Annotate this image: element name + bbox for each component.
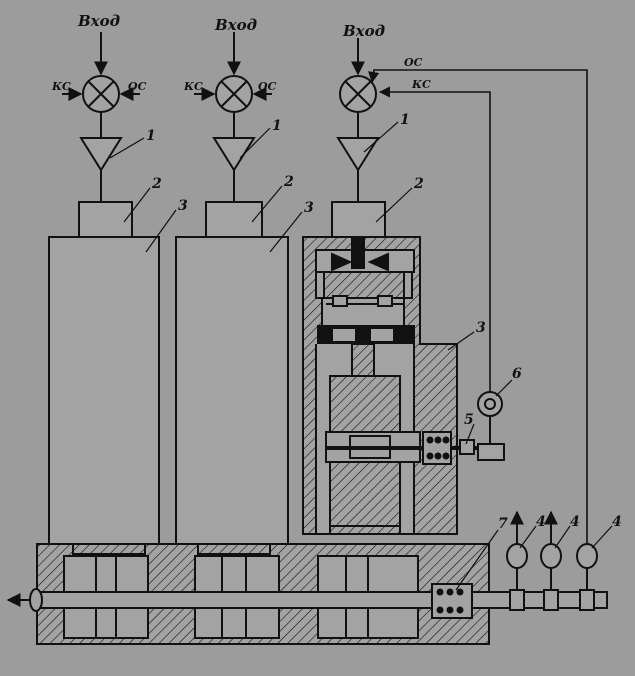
position-sensors [506,510,598,611]
ks-label-2: КС [183,80,203,93]
summing-junction-1 [82,75,120,113]
callout-amp-3: 1 [400,112,410,128]
input-label-2: Вход [214,16,257,34]
actuator-3 [331,201,386,238]
channel-3 [302,38,505,535]
valve-body-2 [175,236,289,545]
summing-junction-3 [339,75,377,113]
callout-amp-1: 1 [146,128,156,144]
amplifier-2 [212,137,256,172]
summing-junction-2 [215,75,253,113]
leader-lines [109,121,613,591]
os-label-2: ОС [258,80,277,93]
callout-valve-2: 3 [304,200,314,216]
channel-2 [175,32,289,545]
callout-amp-2: 1 [272,118,282,134]
callout-act-3: 2 [413,176,424,192]
power-block [6,543,608,645]
channel-1 [48,32,160,545]
callout-sensor-5: 5 [464,412,474,428]
os-label-3: ОС [404,56,423,69]
ks-label-1: КС [51,80,71,93]
input-label-1: Вход [77,12,120,30]
sensor-6-gauge [477,391,503,417]
callout-sensor-4c: 4 [612,514,622,530]
input-label-3: Вход [342,22,385,40]
callout-sensor-4b: 4 [570,514,580,530]
labels: Вход Вход Вход КС ОС КС ОС ОС КС 1 1 1 2… [51,12,622,532]
sensor-4a [506,543,528,569]
os-label-1: ОС [128,80,147,93]
feedback-lines [368,69,588,544]
spring-pack-7 [431,583,473,619]
callout-act-2: 2 [283,174,294,190]
callout-spring-7: 7 [498,516,508,532]
amplifier-3 [336,137,380,172]
callout-valve-3: 3 [476,320,486,336]
ks-label-3: КС [411,78,431,91]
connector-6 [477,443,505,461]
amplifier-1 [79,137,123,172]
callout-valve-1: 3 [178,198,188,214]
valve-body-1 [48,236,160,545]
callout-sensor-4a: 4 [536,514,546,530]
sensor-4c [576,543,598,569]
callout-act-1: 2 [151,176,162,192]
callout-sensor-6: 6 [512,366,522,382]
sensor-4b [540,543,562,569]
actuator-1 [78,201,133,238]
valve-body-3-section [302,236,482,535]
